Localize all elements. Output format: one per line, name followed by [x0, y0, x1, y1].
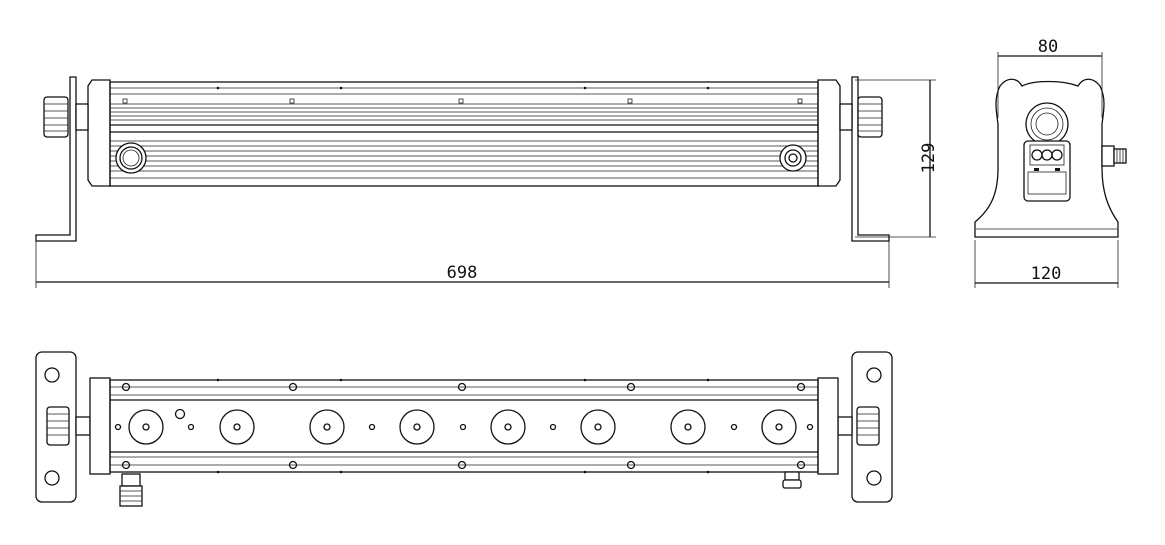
front-power-connector	[119, 473, 143, 507]
led-6	[580, 409, 616, 445]
front-data-connector	[782, 471, 802, 489]
top-width-dimension: 80	[997, 37, 1103, 118]
right-knob	[839, 96, 883, 138]
front-bar-body	[109, 379, 819, 473]
top-rail-marks	[122, 86, 803, 104]
led-2	[219, 409, 255, 445]
front-left-end-cap	[89, 377, 111, 475]
height-dimension: 129	[855, 79, 939, 238]
front-left-knob	[46, 406, 91, 446]
right-bracket	[851, 76, 890, 242]
base-width-dimension: 120	[974, 240, 1119, 288]
end-connector-panel	[1023, 140, 1071, 202]
end-cable-gland	[1101, 145, 1127, 167]
right-end-cap	[817, 79, 841, 187]
heatsink-fins	[110, 87, 818, 179]
front-rail-screws	[121, 378, 806, 474]
power-connector	[115, 142, 147, 174]
top-width-label: 80	[1038, 37, 1058, 57]
led-8	[761, 409, 797, 445]
bar-body	[109, 81, 819, 187]
end-gear-icon	[1025, 102, 1069, 146]
face-screws	[114, 408, 814, 431]
led-5	[490, 409, 526, 445]
height-label: 129	[919, 143, 939, 174]
base-width-label: 120	[1031, 264, 1062, 284]
front-right-end-cap	[817, 377, 839, 475]
led-1	[128, 409, 164, 445]
left-knob	[43, 96, 89, 138]
led-7	[670, 409, 706, 445]
end-view: 80 120	[974, 37, 1127, 288]
led-lenses	[128, 409, 797, 445]
left-bracket	[35, 76, 77, 242]
length-dimension: 698	[35, 241, 890, 288]
led-4	[399, 409, 435, 445]
elevation-view: 129 698	[35, 76, 939, 288]
length-label: 698	[447, 263, 478, 283]
front-right-knob	[837, 406, 880, 446]
data-connector	[779, 144, 807, 172]
front-view	[35, 351, 893, 507]
led-3	[309, 409, 345, 445]
left-end-cap	[87, 79, 111, 187]
